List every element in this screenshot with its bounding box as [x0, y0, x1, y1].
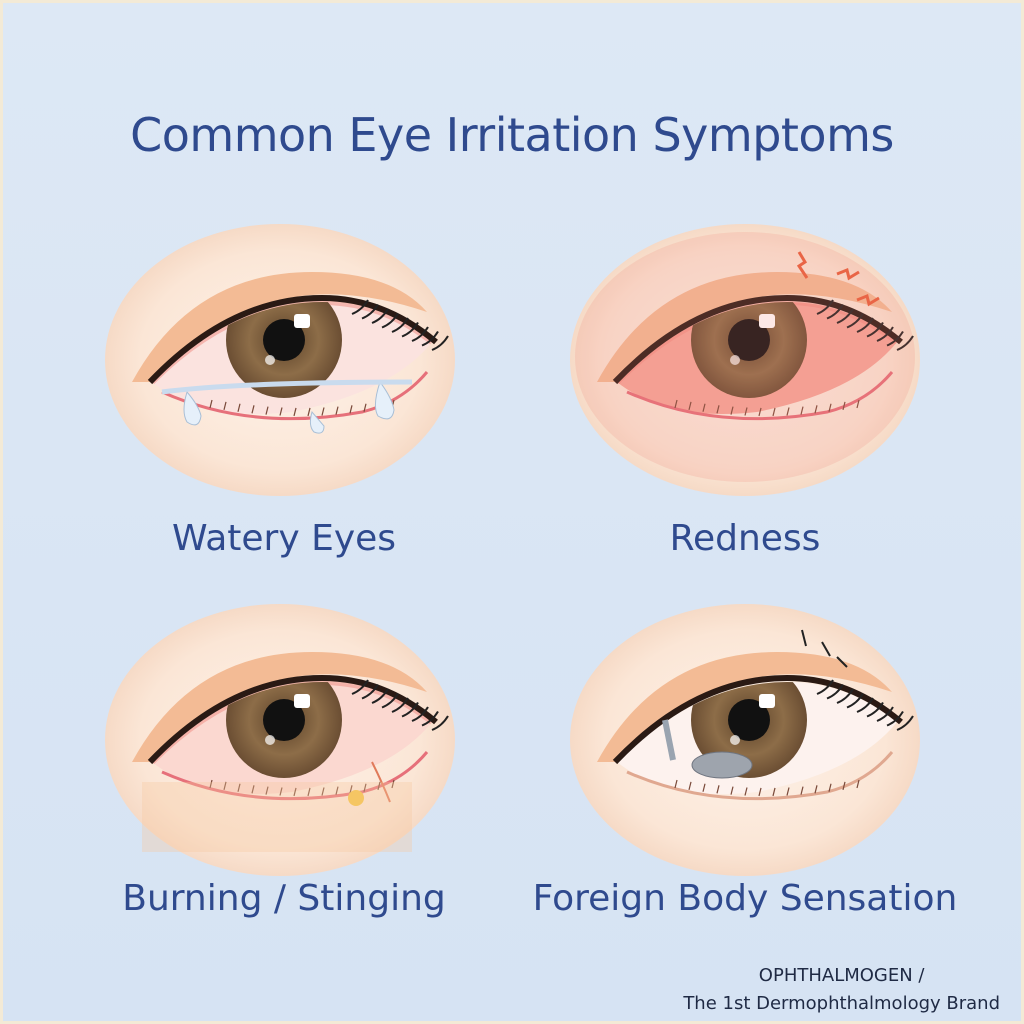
burning-spot-icon — [348, 761, 391, 806]
brand-name: OPHTHALMOGEN / — [758, 965, 925, 986]
foreign-particle-icon — [662, 719, 753, 779]
label-redness: Redness — [669, 518, 821, 559]
label-burning-stinging: Burning / Stinging — [122, 878, 446, 919]
eye-icon — [570, 224, 920, 496]
page-title: Common Eye Irritation Symptoms — [130, 108, 894, 162]
burning-stinging-illustration — [102, 602, 458, 878]
watery-eyes-illustration — [102, 222, 458, 498]
label-foreign-body: Foreign Body Sensation — [532, 878, 958, 919]
label-watery-eyes: Watery Eyes — [171, 518, 397, 559]
brand-tagline: The 1st Dermophthalmology Brand — [683, 993, 1000, 1014]
foreign-body-illustration — [567, 602, 923, 878]
irritation-sparks-icon — [796, 251, 880, 307]
eye-icon — [570, 604, 920, 876]
tear-drops-icon — [161, 379, 413, 434]
eye-icon — [105, 604, 455, 876]
eye-icon — [105, 224, 455, 496]
brand-footer: OPHTHALMOGEN / The 1st Dermophthalmology… — [683, 962, 1000, 1018]
redness-illustration — [567, 222, 923, 498]
